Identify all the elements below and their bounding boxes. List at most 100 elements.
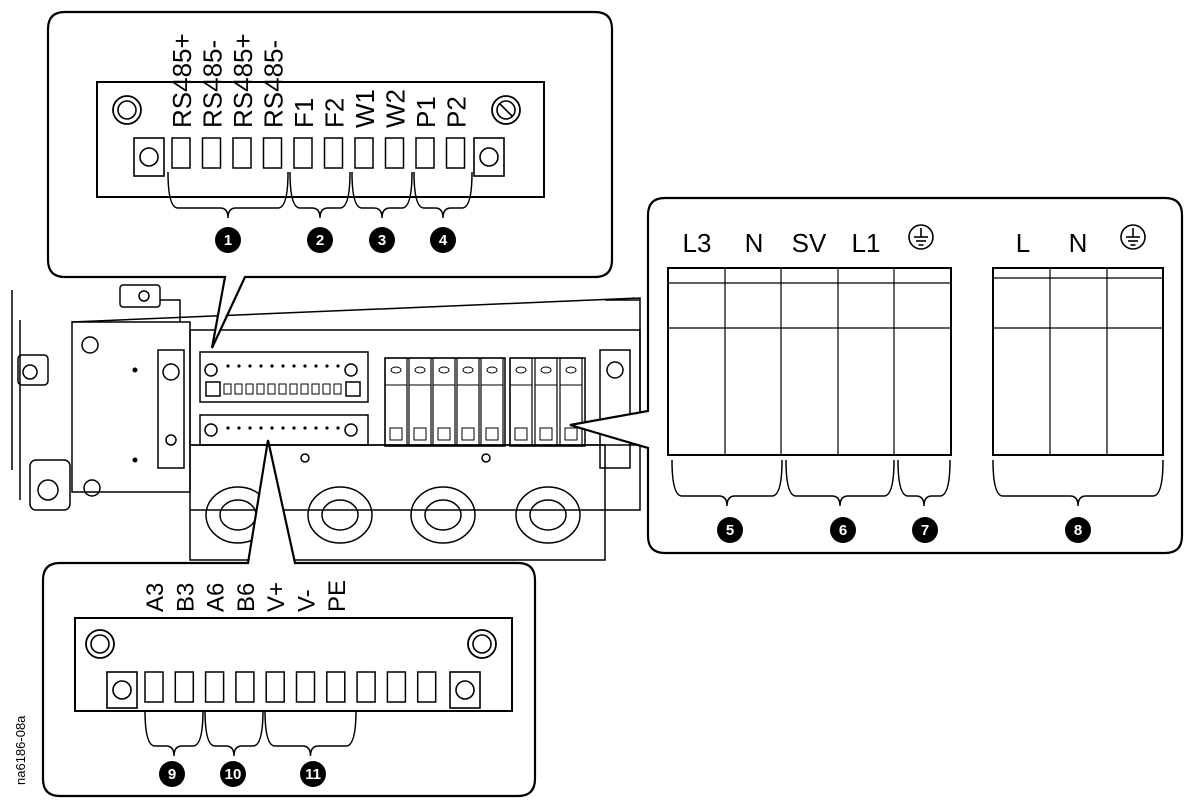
screw-icon: [90, 634, 110, 654]
right-braces: [671, 459, 1164, 507]
callout-number: 9: [168, 766, 176, 783]
callout-number: 2: [316, 232, 324, 249]
mini-dot: [325, 364, 329, 368]
screw-icon: [496, 100, 516, 120]
brace: [289, 171, 351, 219]
screw-icon: [112, 680, 132, 700]
terminal-socket: [171, 137, 191, 169]
terminal-label: RS485+: [167, 33, 197, 128]
top-braces: [167, 171, 473, 219]
breaker-screw: [565, 366, 577, 374]
terminal-label: B3: [172, 583, 199, 612]
terminal-label: L3: [683, 228, 712, 258]
brace: [413, 171, 473, 219]
mini-terminal-rows: [223, 364, 342, 430]
terminal-label: SV: [792, 228, 827, 258]
breaker-screw: [414, 366, 426, 374]
mini-socket: [245, 383, 254, 395]
breaker-poles: [384, 357, 583, 447]
callout-number: 6: [839, 522, 847, 539]
terminal-socket: [204, 671, 225, 703]
terminal-label: L1: [852, 228, 881, 258]
mini-dot: [248, 426, 252, 430]
breaker-pole: [559, 357, 583, 447]
callout-number: 11: [305, 766, 321, 783]
mini-dot: [325, 426, 329, 430]
mini-dot: [314, 426, 318, 430]
breaker-terminal: [485, 427, 499, 441]
callout-number: 8: [1074, 522, 1082, 539]
brace: [671, 459, 783, 507]
breaker-terminal: [389, 427, 403, 441]
brace: [204, 709, 264, 757]
breaker-pole: [480, 357, 504, 447]
breaker-terminal: [564, 427, 578, 441]
screw-icon: [112, 95, 142, 125]
callout-badge: [717, 517, 743, 543]
brace: [264, 709, 357, 757]
terminal-socket: [356, 671, 376, 703]
terminal-socket: [354, 137, 374, 169]
top-terminal-sockets: [171, 137, 466, 169]
aux-terminal-block: [992, 267, 1164, 456]
screw-icon: [467, 629, 497, 659]
terminal-socket: [232, 137, 252, 169]
terminal-label: V+: [263, 582, 290, 612]
breaker-screw: [390, 366, 402, 374]
terminal-socket: [415, 137, 435, 169]
right-terminal-dividers: [724, 268, 1108, 455]
terminal-socket: [445, 137, 466, 169]
breaker-pole: [456, 357, 480, 447]
mini-dot: [270, 364, 274, 368]
mini-socket: [278, 383, 287, 395]
screw-icon: [139, 147, 159, 167]
terminal-label: N: [745, 228, 764, 258]
terminal-socket: [235, 671, 255, 703]
breaker-terminal: [413, 427, 427, 441]
callout-badge: [430, 227, 456, 253]
terminal-label: RS485-: [198, 40, 228, 128]
callout-badge: [159, 761, 185, 787]
callout-badge: [912, 517, 938, 543]
screw-icon: [472, 634, 492, 654]
screw-icon: [479, 147, 499, 167]
screw-icon: [455, 680, 475, 700]
brace: [992, 459, 1164, 507]
screw-icon: [117, 100, 137, 120]
bottom-braces: [144, 709, 357, 757]
equipment-chassis: [11, 284, 641, 561]
mini-dot: [292, 426, 296, 430]
terminal-label: W1: [350, 89, 380, 128]
mini-socket: [223, 383, 232, 395]
mini-dot: [270, 426, 274, 430]
main-terminal-block: [667, 267, 952, 456]
breaker-pole: [534, 357, 558, 447]
breaker-terminal: [514, 427, 528, 441]
terminal-socket: [293, 137, 313, 169]
breaker-screw: [540, 366, 552, 374]
terminal-label: P2: [442, 96, 472, 128]
top-terminal-right-flange: [473, 137, 505, 177]
figure-code: na6186-08a: [13, 715, 28, 785]
mini-socket: [333, 383, 342, 395]
terminal-socket: [323, 137, 344, 169]
mini-dot: [314, 364, 318, 368]
callout-badge: [220, 761, 246, 787]
brace: [897, 459, 951, 507]
terminal-socket: [262, 137, 283, 169]
callout-number: 4: [439, 232, 448, 249]
breaker-screw: [486, 366, 498, 374]
terminal-label: P1: [411, 96, 441, 128]
terminal-label: A6: [203, 583, 230, 612]
mini-dot: [336, 426, 340, 430]
terminal-socket: [416, 671, 437, 703]
terminal-label: W2: [381, 89, 411, 128]
mini-socket: [289, 383, 298, 395]
